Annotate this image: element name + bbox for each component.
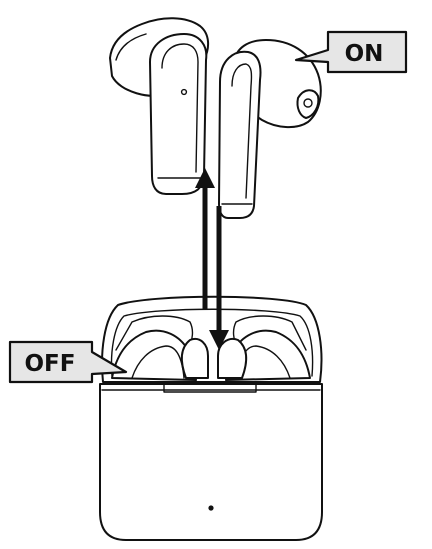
- off-callout: OFF: [8, 340, 128, 384]
- earbud-right-stem: [218, 50, 262, 219]
- charging-case: [99, 295, 323, 541]
- earbud-right-eartip-hole: [303, 98, 313, 108]
- earbud-left: [109, 17, 210, 195]
- on-callout: ON: [294, 30, 408, 74]
- led-indicator: [208, 505, 214, 511]
- earbud-right-eartip: [296, 89, 320, 119]
- case-stem-left: [180, 338, 209, 379]
- earbud-right: [218, 39, 322, 219]
- earbud-right-stem-contour: [231, 63, 253, 199]
- off-callout-box: [8, 340, 128, 384]
- earbud-left-nozzle: [115, 33, 147, 61]
- earbud-left-mic: [180, 88, 188, 96]
- motion-arrows: [195, 168, 229, 350]
- case-stem-right: [217, 338, 248, 379]
- case-body: [99, 383, 323, 541]
- off-label: OFF: [25, 351, 76, 377]
- on-callout-box: [294, 30, 408, 74]
- case-tray: [110, 308, 314, 377]
- earbud-left-stem-contour: [161, 43, 199, 173]
- on-label: ON: [345, 41, 384, 67]
- case-hinge: [163, 383, 257, 393]
